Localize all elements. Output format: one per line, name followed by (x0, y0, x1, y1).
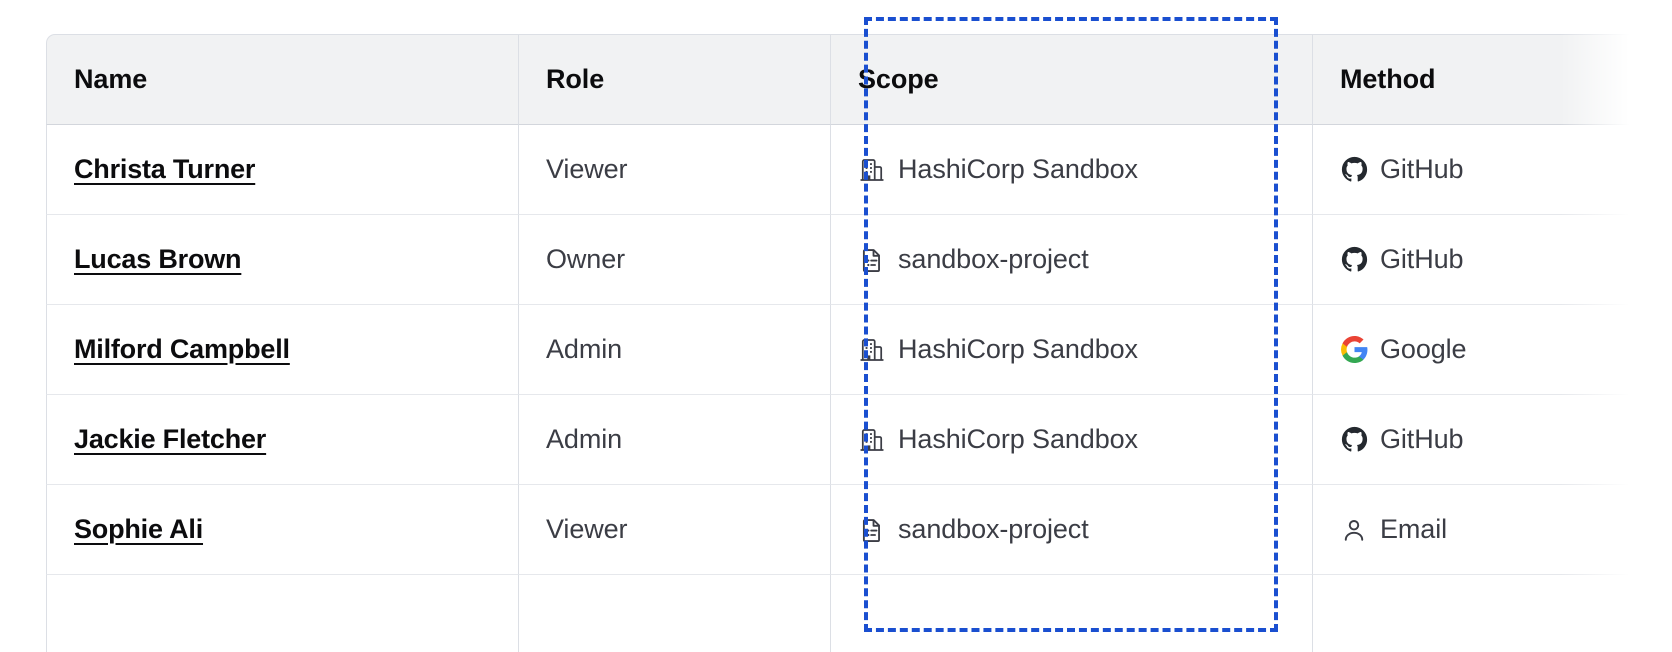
role-text: Viewer (546, 154, 628, 184)
table-header: Name Role Scope Method (46, 34, 1631, 125)
role-text: Admin (546, 424, 623, 454)
cell-scope: HashiCorp Sandbox (831, 395, 1313, 485)
table-row[interactable]: Milford Campbell Admin HashiCorp Sandbox Go… (46, 305, 1631, 395)
table-row[interactable]: Lucas Brown Owner sandbox-project GitHub (46, 215, 1631, 305)
column-header-method[interactable]: Method (1313, 34, 1631, 125)
organization-icon (858, 426, 886, 454)
method-value: GitHub (1340, 246, 1631, 274)
member-name-link[interactable]: Sophie Ali (74, 514, 204, 544)
scope-text: sandbox-project (898, 244, 1089, 274)
role-text: Owner (546, 244, 626, 274)
member-name-link[interactable]: Christa Turner (74, 154, 256, 184)
cell-method: Email (1313, 485, 1631, 575)
cell-role: Admin (519, 395, 831, 485)
header-row: Name Role Scope Method (46, 34, 1631, 125)
cell-name: Jackie Fletcher (46, 395, 519, 485)
method-value: Email (1340, 516, 1631, 544)
cell-method: GitHub (1313, 215, 1631, 305)
method-text: Email (1380, 514, 1448, 544)
member-name-link[interactable]: Lucas Brown (74, 244, 242, 274)
cell-name: Christa Turner (46, 125, 519, 215)
table-row[interactable]: Jackie Fletcher Admin HashiCorp Sandbox Git… (46, 395, 1631, 485)
role-text: Viewer (546, 514, 628, 544)
scope-value: HashiCorp Sandbox (858, 336, 1312, 364)
github-icon (1340, 426, 1368, 454)
method-value: GitHub (1340, 426, 1631, 454)
method-text: GitHub (1380, 154, 1464, 184)
scope-text: sandbox-project (898, 514, 1089, 544)
method-value: Google (1340, 336, 1631, 364)
method-text: GitHub (1380, 424, 1464, 454)
cell-name: Lucas Brown (46, 215, 519, 305)
cell-method: GitHub (1313, 395, 1631, 485)
cell-role: Admin (519, 305, 831, 395)
method-text: Google (1380, 334, 1467, 364)
scope-text: HashiCorp Sandbox (898, 334, 1138, 364)
user-icon (1340, 516, 1368, 544)
cell-method: Google (1313, 305, 1631, 395)
project-document-icon (858, 246, 886, 274)
role-text: Admin (546, 334, 623, 364)
cell-role: Viewer (519, 485, 831, 575)
column-header-scope[interactable]: Scope (831, 34, 1313, 125)
cell-scope (831, 575, 1313, 652)
cell-name (46, 575, 519, 652)
table-row[interactable] (46, 575, 1631, 652)
cell-role: Viewer (519, 125, 831, 215)
github-icon (1340, 156, 1368, 184)
column-header-role[interactable]: Role (519, 34, 831, 125)
cell-scope: HashiCorp Sandbox (831, 125, 1313, 215)
cell-name: Sophie Ali (46, 485, 519, 575)
cell-scope: sandbox-project (831, 215, 1313, 305)
scope-value: HashiCorp Sandbox (858, 426, 1312, 454)
method-text: GitHub (1380, 244, 1464, 274)
member-name-link[interactable]: Milford Campbell (74, 334, 290, 364)
cell-scope: HashiCorp Sandbox (831, 305, 1313, 395)
scope-text: HashiCorp Sandbox (898, 424, 1138, 454)
cell-role (519, 575, 831, 652)
github-icon (1340, 246, 1368, 274)
table-row[interactable]: Sophie Ali Viewer sandbox-project Email (46, 485, 1631, 575)
cell-name: Milford Campbell (46, 305, 519, 395)
organization-icon (858, 336, 886, 364)
organization-icon (858, 156, 886, 184)
method-value: GitHub (1340, 156, 1631, 184)
cell-method (1313, 575, 1631, 652)
cell-scope: sandbox-project (831, 485, 1313, 575)
scope-value: sandbox-project (858, 516, 1312, 544)
column-header-name[interactable]: Name (46, 34, 519, 125)
scope-value: HashiCorp Sandbox (858, 156, 1312, 184)
member-name-link[interactable]: Jackie Fletcher (74, 424, 267, 454)
scope-text: HashiCorp Sandbox (898, 154, 1138, 184)
scope-value: sandbox-project (858, 246, 1312, 274)
project-document-icon (858, 516, 886, 544)
cell-role: Owner (519, 215, 831, 305)
table-row[interactable]: Christa Turner Viewer HashiCorp Sandbox Git… (46, 125, 1631, 215)
google-icon (1340, 336, 1368, 364)
cell-method: GitHub (1313, 125, 1631, 215)
